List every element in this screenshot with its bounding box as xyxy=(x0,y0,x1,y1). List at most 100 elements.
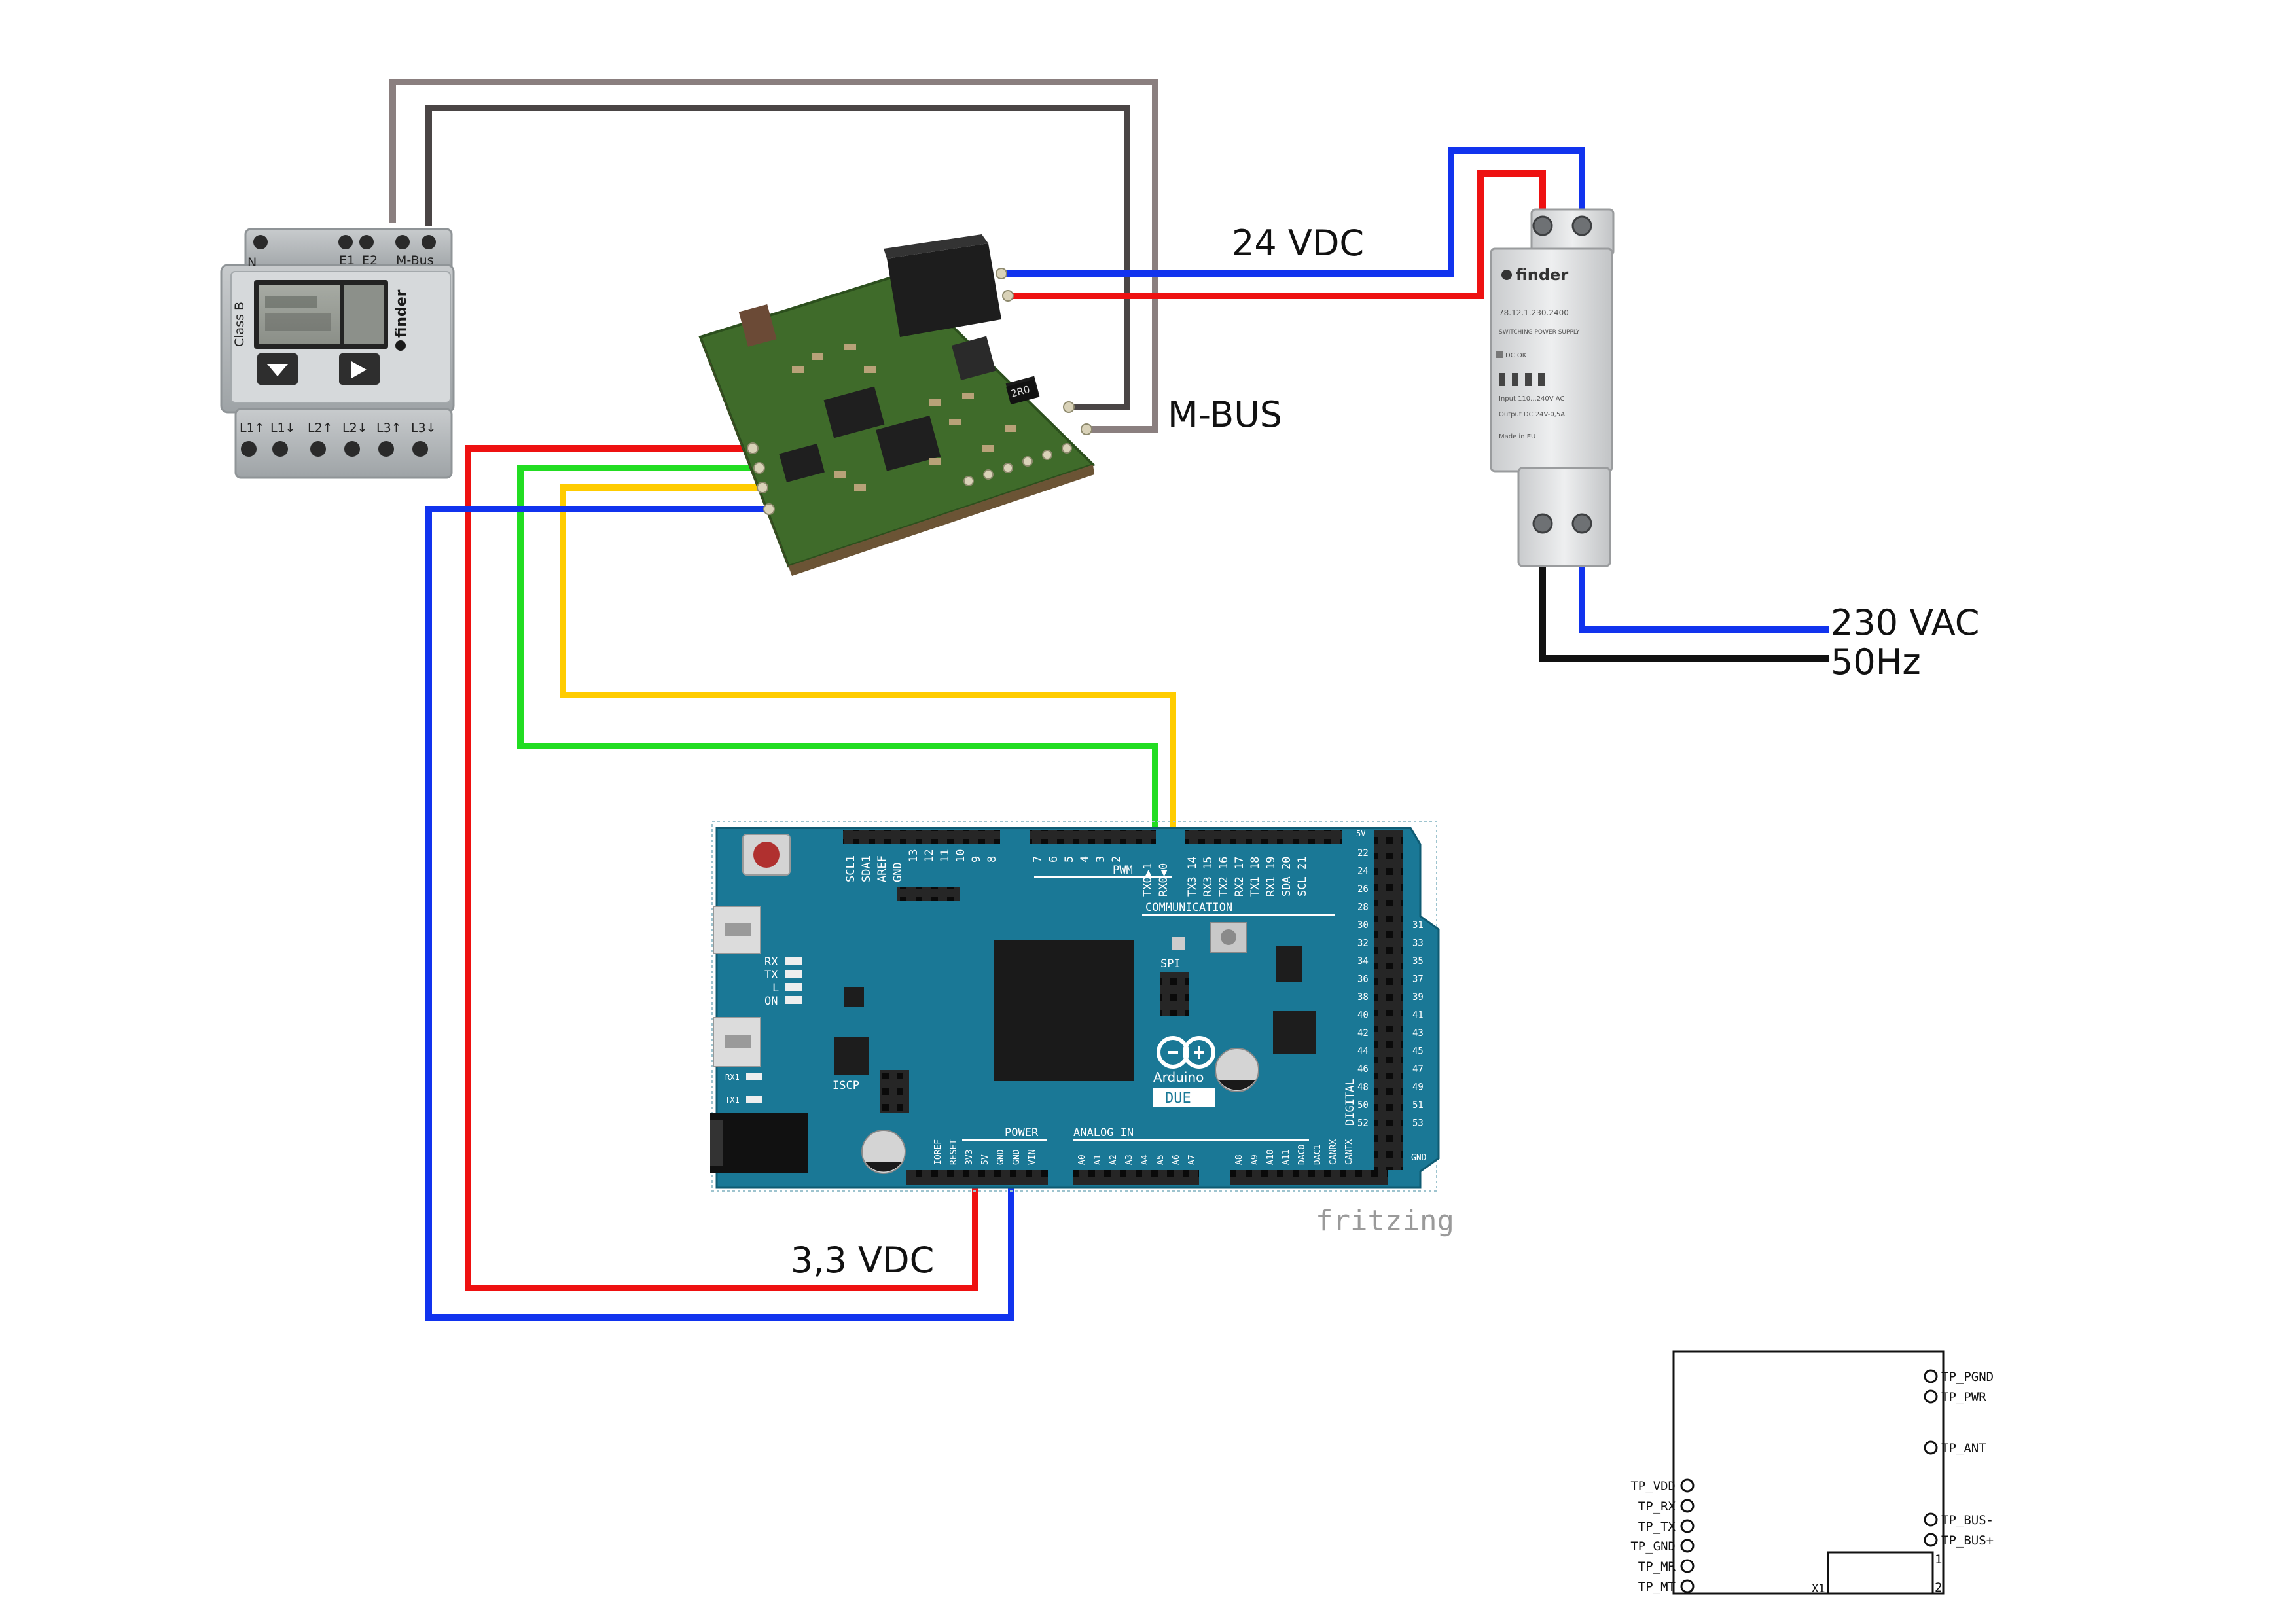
digital-pin-label: 30 xyxy=(1357,920,1369,931)
iscp-label: ISCP xyxy=(833,1079,859,1092)
module-pin-label: TP_GND xyxy=(1630,1539,1676,1554)
due-badge xyxy=(1153,1088,1215,1107)
digital-pin-label: 26 xyxy=(1357,884,1369,895)
meter-top-terminals: N E1 E2 M-Bus xyxy=(247,235,436,270)
meter-label-l2in: L2↑ xyxy=(308,421,333,435)
psu-bottom-block xyxy=(1517,467,1611,567)
meter-label-l2out: L2↓ xyxy=(342,421,368,435)
led-rx-label: RX xyxy=(764,955,778,969)
meter-label-n: N xyxy=(247,255,257,270)
pin-c-2: TX2 16 xyxy=(1217,857,1230,897)
digital-pin-label: 24 xyxy=(1357,866,1369,877)
label-3v3dc: 3,3 VDC xyxy=(791,1240,934,1281)
analog-pin-label: CANRX xyxy=(1329,1139,1338,1165)
module-pin-label: TP_MR xyxy=(1638,1560,1676,1574)
psu-origin: Made in EU xyxy=(1499,433,1535,440)
digital-pin-label: 46 xyxy=(1357,1064,1369,1075)
mbus-wire-dark xyxy=(425,105,1130,410)
digital-pin-label: 33 xyxy=(1412,938,1424,949)
pin-c-5: RX1 19 xyxy=(1265,857,1278,897)
fritzing-watermark: fritzing xyxy=(1316,1204,1454,1238)
pin-b-5: 2 xyxy=(1110,856,1123,863)
module-x1-box xyxy=(1827,1551,1934,1595)
meter-class-label: Class B xyxy=(232,302,247,347)
power-pin-labels: IOREF RESET 3V3 5V GND GND VIN xyxy=(933,1139,1037,1165)
digital-pin-label: 36 xyxy=(1357,974,1369,985)
pin-a-8: 9 xyxy=(970,856,983,863)
communication-label: COMMUNICATION xyxy=(1145,901,1232,914)
digital-pin-label: 31 xyxy=(1412,920,1424,931)
analog-pin-label: A4 xyxy=(1140,1154,1150,1165)
analog-pin-label: A2 xyxy=(1109,1154,1119,1165)
module-x1-label: X1 xyxy=(1812,1582,1825,1596)
pin-c-1: RX3 15 xyxy=(1202,857,1215,897)
digital-pin-label: 49 xyxy=(1412,1082,1424,1093)
analog-pin-label: A7 xyxy=(1187,1154,1197,1165)
meter-label-mbus: M-Bus xyxy=(396,253,434,268)
arduino-name: Arduino xyxy=(1153,1069,1204,1085)
pcb-resistor xyxy=(1006,379,1039,405)
iscp-header xyxy=(880,1070,909,1113)
spi-header xyxy=(1160,972,1189,1016)
module-pin-connector xyxy=(1680,1478,1695,1493)
status-leds: RX TX L ON RX1 TX1 xyxy=(725,955,802,1105)
power-label: POWER xyxy=(1005,1126,1039,1139)
analog-pin-label: A3 xyxy=(1124,1154,1134,1165)
pin-a-7: 10 xyxy=(954,849,967,863)
power-pin-0: IOREF xyxy=(933,1139,943,1165)
pwm-label: PWM xyxy=(1113,864,1133,877)
header-analog-2 xyxy=(1230,1170,1388,1185)
five-v-label: 5V xyxy=(1356,829,1365,838)
pin-b-2: 5 xyxy=(1063,856,1076,863)
digital-pin-label: 45 xyxy=(1412,1046,1424,1057)
digital-pin-label: 53 xyxy=(1412,1118,1424,1129)
psu-terminal-plus xyxy=(1532,215,1553,236)
module-pin-label: TP_PWR xyxy=(1941,1390,1986,1404)
wire-yellow xyxy=(560,484,1176,834)
pcb-capacitor xyxy=(738,304,777,347)
dc24-wires xyxy=(1001,147,1585,299)
pin-b-0: 7 xyxy=(1031,856,1045,863)
pin-b-4: 3 xyxy=(1094,856,1107,863)
digital-pin-label: 35 xyxy=(1412,956,1424,967)
pin-c-0: TX3 14 xyxy=(1186,857,1199,897)
label-24vdc: 24 VDC xyxy=(1232,223,1364,264)
pcb-chip-3 xyxy=(779,443,825,482)
meter-label-e1: E1 xyxy=(339,253,355,268)
mbus-converter-pcb: 2R0 xyxy=(698,234,1096,576)
analog-pin-label: CANTX xyxy=(1344,1139,1354,1165)
meter-brand-text: finder xyxy=(393,289,410,338)
digital-pin-label: 50 xyxy=(1357,1100,1369,1111)
psu-terminal-l xyxy=(1571,513,1592,534)
meter-bottom-block xyxy=(234,408,453,479)
digital-pin-label: 38 xyxy=(1357,992,1369,1003)
module-pin-connector xyxy=(1924,1512,1938,1527)
pin-b-7: RX0◀0 xyxy=(1157,863,1170,897)
psu-terminal-minus xyxy=(1571,215,1592,236)
pin-a-0: SCL1 xyxy=(844,855,857,882)
digital-label: DIGITAL xyxy=(1344,1079,1357,1126)
module-pin-label: TP_BUS+ xyxy=(1941,1533,1994,1548)
digital-pin-label: 43 xyxy=(1412,1028,1424,1039)
module-pin-label: TP_ANT xyxy=(1941,1441,1986,1455)
power-jack xyxy=(710,1113,808,1173)
power-supply: finder 78.12.1.230.2400 SWITCHING POWER … xyxy=(1490,208,1615,567)
meter-label-l1out: L1↓ xyxy=(270,421,296,435)
pcb-pads xyxy=(747,268,1092,515)
analog-pin-label: A8 xyxy=(1234,1154,1244,1165)
led-l-label: L xyxy=(772,982,779,995)
analog-pin-label: A10 xyxy=(1266,1150,1276,1165)
spi-label: SPI xyxy=(1160,957,1181,971)
pin-c-6: SDA 20 xyxy=(1280,857,1293,897)
label-mbus: M-BUS xyxy=(1168,394,1282,435)
module-pin-connector xyxy=(1924,1533,1938,1547)
dc24-wire-blue xyxy=(1001,147,1585,277)
pin-b-1: 6 xyxy=(1047,856,1060,863)
digital-pin-label: 28 xyxy=(1357,902,1369,913)
analog-pin-label: DAC1 xyxy=(1313,1145,1323,1165)
wire-green xyxy=(517,465,1158,834)
label-230vac: 230 VAC xyxy=(1831,602,1979,643)
gnd-label: GND xyxy=(1411,1153,1427,1163)
